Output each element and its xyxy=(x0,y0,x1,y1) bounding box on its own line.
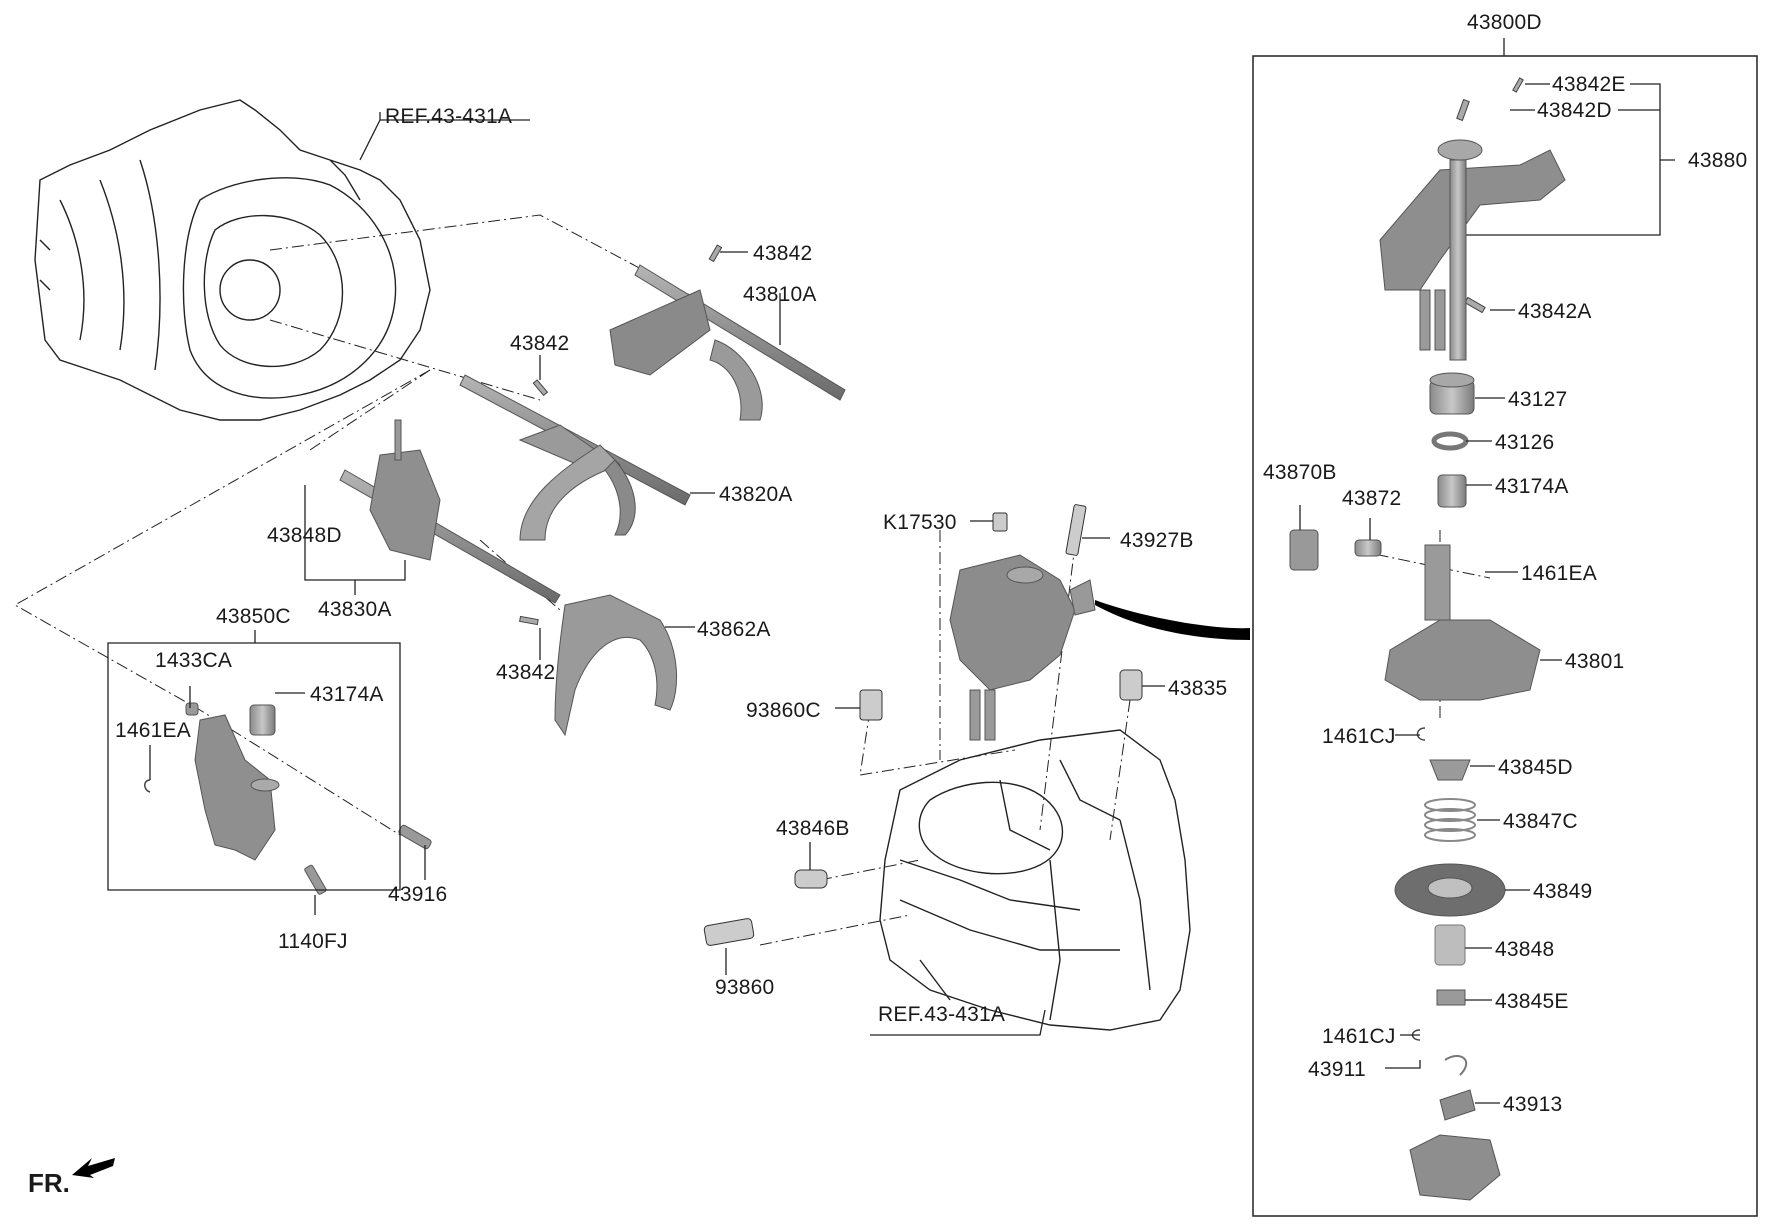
bolt-1140FJ[interactable] xyxy=(304,864,327,895)
part-label-43842D[interactable]: 43842D xyxy=(1537,99,1612,122)
part-label-1461EA-right[interactable]: 1461EA xyxy=(1521,562,1597,585)
front-arrow-icon xyxy=(72,1158,115,1178)
part-label-43801[interactable]: 43801 xyxy=(1565,650,1625,673)
part-label-43830A[interactable]: 43830A xyxy=(318,598,392,621)
bracket-43880 xyxy=(1450,83,1675,236)
bolt-43927B[interactable] xyxy=(1065,504,1087,556)
part-label-93860C[interactable]: 93860C xyxy=(746,699,821,722)
bolt-43916[interactable] xyxy=(398,824,432,850)
shift-rail-43820A[interactable] xyxy=(459,374,691,541)
part-label-43810A[interactable]: 43810A xyxy=(743,283,817,306)
part-label-1461EA-left[interactable]: 1461EA xyxy=(115,719,191,742)
bracket-43870B xyxy=(1289,529,1319,571)
group-box-43800D xyxy=(1252,55,1758,1217)
part-label-43842A[interactable]: 43842A xyxy=(1518,300,1592,323)
lever-43850C[interactable] xyxy=(144,702,280,861)
shift-rail-43810A[interactable] xyxy=(609,264,846,421)
group-label-43850C[interactable]: 43850C xyxy=(216,605,291,628)
leader-lines xyxy=(107,83,1562,1104)
part-label-43913[interactable]: 43913 xyxy=(1503,1093,1563,1116)
shift-rail-43830A[interactable] xyxy=(339,419,561,604)
part-label-93860[interactable]: 93860 xyxy=(715,976,775,999)
group-label-43800D[interactable]: 43800D xyxy=(1467,11,1542,34)
part-label-1461CJ-bottom[interactable]: 1461CJ xyxy=(1322,1025,1396,1048)
shift-fork-43862A[interactable] xyxy=(554,594,678,737)
pins[interactable] xyxy=(519,77,1524,626)
part-label-43126[interactable]: 43126 xyxy=(1495,431,1555,454)
part-label-43820A[interactable]: 43820A xyxy=(719,483,793,506)
ref-label-top[interactable]: REF.43-431A xyxy=(385,105,513,128)
part-label-43847C[interactable]: 43847C xyxy=(1503,810,1578,833)
part-label-43872[interactable]: 43872 xyxy=(1342,487,1402,510)
plug-43846B[interactable] xyxy=(794,869,828,889)
transaxle-case-upper[interactable] xyxy=(34,99,431,421)
part-label-43842-low[interactable]: 43842 xyxy=(496,661,556,684)
part-label-43842-mid[interactable]: 43842 xyxy=(510,332,570,355)
part-label-43911[interactable]: 43911 xyxy=(1308,1058,1366,1081)
part-label-43845D[interactable]: 43845D xyxy=(1498,756,1573,779)
part-label-43862A[interactable]: 43862A xyxy=(697,618,771,641)
part-label-43842-top[interactable]: 43842 xyxy=(753,242,813,265)
part-label-1461CJ-top[interactable]: 1461CJ xyxy=(1322,725,1396,748)
part-label-43848D[interactable]: 43848D xyxy=(267,524,342,547)
part-label-43842E[interactable]: 43842E xyxy=(1552,73,1626,96)
part-label-43848[interactable]: 43848 xyxy=(1495,938,1555,961)
part-label-43927B[interactable]: 43927B xyxy=(1120,529,1194,552)
shift-lever-43880[interactable] xyxy=(1379,139,1566,361)
switch-93860C[interactable] xyxy=(859,689,883,721)
callout-wedge xyxy=(1095,600,1250,640)
part-label-43835[interactable]: 43835 xyxy=(1168,677,1228,700)
part-label-43127[interactable]: 43127 xyxy=(1508,388,1568,411)
sensor-K17530[interactable] xyxy=(992,512,1008,532)
control-assembly-center[interactable] xyxy=(949,554,1096,741)
group-label-43880[interactable]: 43880 xyxy=(1688,149,1748,172)
part-label-43174A-right[interactable]: 43174A xyxy=(1495,475,1569,498)
switch-93860[interactable] xyxy=(703,918,755,946)
part-label-43849[interactable]: 43849 xyxy=(1533,880,1593,903)
front-indicator-label: FR. xyxy=(28,1168,70,1198)
part-label-K17530[interactable]: K17530 xyxy=(883,511,957,534)
plug-43835[interactable] xyxy=(1119,669,1143,701)
part-label-43174A-left[interactable]: 43174A xyxy=(310,683,384,706)
stacked-parts-right[interactable] xyxy=(1289,372,1541,1201)
part-label-43916[interactable]: 43916 xyxy=(388,883,448,906)
part-label-43870B[interactable]: 43870B xyxy=(1263,461,1337,484)
part-label-1433CA[interactable]: 1433CA xyxy=(155,649,233,672)
transaxle-case-lower[interactable] xyxy=(879,729,1191,1031)
part-label-1140FJ[interactable]: 1140FJ xyxy=(278,930,348,953)
ref-label-bottom[interactable]: REF.43-431A xyxy=(878,1003,1006,1026)
part-label-43845E[interactable]: 43845E xyxy=(1495,990,1569,1013)
part-label-43846B[interactable]: 43846B xyxy=(776,817,850,840)
